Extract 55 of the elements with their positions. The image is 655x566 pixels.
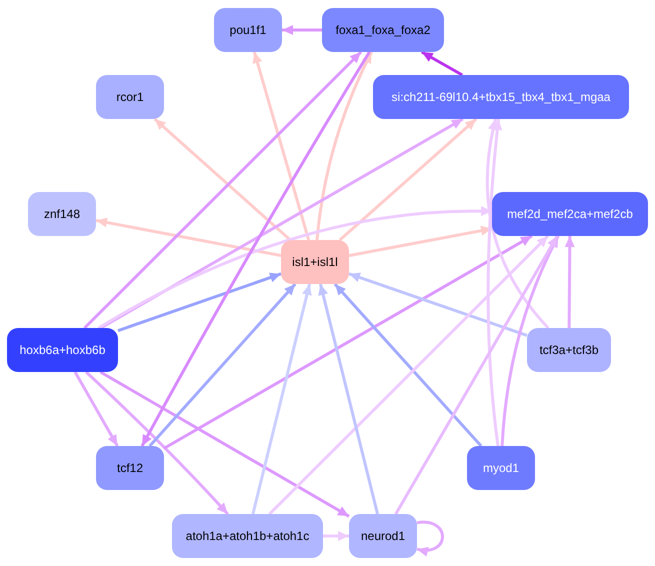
- arrow: [268, 234, 550, 516]
- gene-box: [281, 240, 349, 284]
- gene-box: [214, 8, 282, 52]
- arrow: [348, 272, 528, 337]
- gene-box: [96, 75, 164, 119]
- gene-box: [467, 446, 535, 490]
- arrow: [348, 226, 492, 258]
- arrow: [74, 371, 119, 447]
- arrow: [416, 520, 444, 556]
- arrow: [85, 370, 229, 515]
- gene-box: [96, 446, 164, 490]
- gene-label: znf148: [44, 207, 80, 221]
- arrow: [338, 118, 478, 242]
- gene-label: neurod1: [360, 529, 406, 543]
- arrow: [251, 284, 312, 514]
- arrow: [282, 25, 322, 35]
- gene-box: [373, 75, 629, 119]
- arrow: [486, 118, 550, 329]
- gene-box: [7, 328, 118, 372]
- arrow: [140, 51, 371, 447]
- arrow: [100, 118, 464, 330]
- arrow: [394, 235, 559, 515]
- arrow: [83, 50, 362, 330]
- gene-box: [322, 8, 444, 52]
- gene-label: isl1+isl1l: [292, 255, 338, 269]
- gene-box: [527, 328, 611, 372]
- arrow: [500, 235, 560, 446]
- gene-label: atoh1a+atoh1b+atoh1c: [186, 529, 310, 543]
- arrow: [486, 118, 502, 446]
- arrow: [154, 118, 292, 242]
- gene-label: tcf3a+tcf3b: [539, 343, 599, 357]
- arrow: [148, 283, 296, 447]
- arrow: [163, 234, 533, 450]
- gene-label: myod1: [482, 461, 520, 475]
- arrow: [564, 236, 575, 328]
- arrow: [334, 283, 482, 447]
- gene-box: [492, 192, 648, 236]
- gene-box: [172, 514, 323, 558]
- gene-label: rcor1: [116, 90, 144, 104]
- arrow: [316, 51, 373, 240]
- arrow: [96, 218, 282, 258]
- gene-box: [28, 192, 96, 236]
- gene-label: hoxb6a+hoxb6b: [20, 343, 106, 357]
- arrow: [100, 370, 350, 518]
- gene-label: foxa1_foxa_foxa2: [336, 23, 430, 37]
- gene-label: pou1f1: [230, 23, 266, 37]
- arrow: [323, 531, 349, 541]
- arrow: [318, 284, 379, 514]
- gene-box: [349, 514, 417, 558]
- gene-label: si:ch211-69l10.4+tbx15_tbx4_tbx1_mgaa: [392, 90, 610, 104]
- arrow: [421, 50, 463, 76]
- arrow: [252, 52, 310, 240]
- gene-label: tcf12: [116, 461, 143, 475]
- arrow: [118, 272, 282, 332]
- gene-label: mef2d_mef2ca+mef2cb: [507, 207, 633, 221]
